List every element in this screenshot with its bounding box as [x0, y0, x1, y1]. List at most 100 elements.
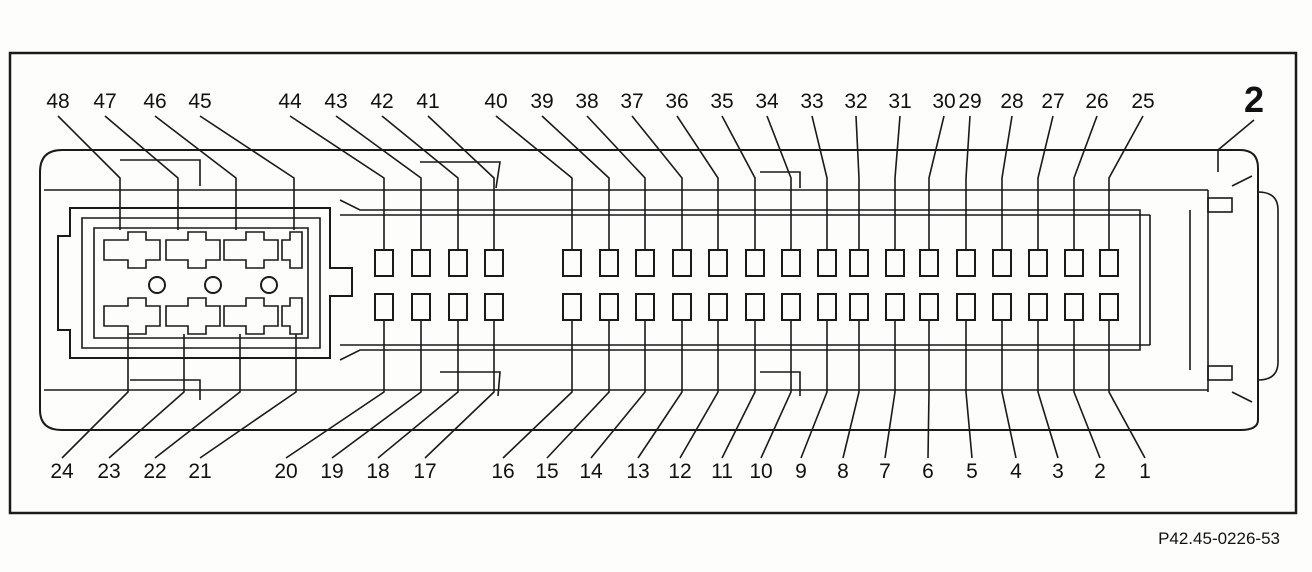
pin-leader-bottom: [61, 334, 129, 459]
pin-label-top: 32: [844, 90, 867, 113]
pin-leader-top: [427, 115, 495, 250]
pin-leader-bottom: [424, 320, 495, 459]
terminal-block: [57, 207, 353, 359]
pin-leader-bottom: [1037, 320, 1059, 459]
pin-leader-bottom: [377, 320, 459, 459]
pin-label-top: 26: [1085, 90, 1108, 113]
pin-socket-bottom: [1028, 293, 1048, 321]
pin-socket-bottom: [919, 293, 939, 321]
pin-socket-bottom: [992, 293, 1012, 321]
leaders-layer: [57, 115, 1146, 459]
pins-layer: [374, 249, 1119, 321]
pin-label-bottom: 11: [711, 460, 733, 483]
pin-label-top: 33: [800, 90, 823, 113]
pin-label-bottom: 24: [50, 460, 74, 483]
pin-socket-top: [411, 249, 431, 277]
pin-label-bottom: 17: [413, 460, 436, 483]
pin-leader-top: [381, 115, 459, 250]
pin-socket-top: [956, 249, 976, 277]
pin-label-top: 48: [46, 90, 69, 113]
pin-socket-bottom: [484, 293, 504, 321]
pin-socket-top: [849, 249, 869, 277]
pin-socket-bottom: [1064, 293, 1084, 321]
pin-socket-bottom: [781, 293, 801, 321]
pin-leader-bottom: [1108, 320, 1146, 459]
diagram-frame: [8, 51, 1298, 515]
pin-leader-bottom: [331, 320, 422, 459]
pin-socket-top: [919, 249, 939, 277]
callout-leader: [1217, 119, 1255, 151]
pin-leader-top: [894, 115, 901, 250]
pin-leader-top: [1037, 115, 1054, 250]
pin-socket-top: [817, 249, 837, 277]
pin-label-top: 36: [665, 90, 688, 113]
pin-label-bottom: 20: [274, 460, 297, 483]
pin-socket-bottom: [745, 293, 765, 321]
pin-leader-top: [289, 115, 385, 250]
pin-leader-bottom: [154, 334, 241, 459]
pin-leader-bottom: [502, 320, 573, 459]
pin-leader-top: [104, 115, 179, 230]
pin-label-bottom: 3: [1052, 460, 1064, 483]
pin-leader-top: [541, 115, 610, 250]
pin-label-bottom: 12: [668, 460, 691, 483]
pin-socket-top: [562, 249, 582, 277]
pin-leader-top: [1073, 115, 1098, 250]
connector-housing: [39, 149, 1279, 431]
pin-leader-bottom: [927, 320, 930, 459]
pin-label-bottom: 6: [922, 460, 934, 483]
cross-socket-row-top: [103, 231, 303, 269]
callout-number: 2: [1244, 79, 1264, 120]
pin-socket-top: [1064, 249, 1084, 277]
pin-label-top: 25: [1131, 90, 1154, 113]
pin-socket-bottom: [708, 293, 728, 321]
pin-socket-bottom: [448, 293, 468, 321]
pin-label-bottom: 1: [1139, 460, 1151, 483]
pin-leader-top: [721, 115, 756, 250]
pin-label-top: 46: [143, 90, 166, 113]
pin-leader-bottom: [108, 334, 185, 459]
pin-socket-bottom: [672, 293, 692, 321]
pin-label-bottom: 14: [579, 460, 603, 483]
pin-socket-top: [992, 249, 1012, 277]
socket-hole: [148, 276, 166, 294]
pin-leader-top: [586, 115, 646, 250]
pin-socket-bottom: [374, 293, 394, 321]
pin-label-top: 44: [278, 90, 302, 113]
pin-leader-top: [631, 115, 683, 250]
pin-leader-bottom: [285, 320, 385, 459]
pin-label-bottom: 18: [366, 460, 389, 483]
pin-leader-top: [1001, 115, 1013, 250]
socket-hole: [204, 276, 222, 294]
pin-socket-top: [599, 249, 619, 277]
pin-label-bottom: 7: [879, 460, 891, 483]
pin-leader-top: [766, 115, 792, 250]
pin-leader-bottom: [884, 320, 896, 459]
pin-leader-bottom: [199, 334, 297, 459]
pin-socket-top: [745, 249, 765, 277]
pin-leader-top: [676, 115, 719, 250]
pin-label-bottom: 2: [1094, 460, 1106, 483]
pin-label-top: 27: [1041, 90, 1064, 113]
pin-label-bottom: 15: [535, 460, 558, 483]
pin-leader-bottom: [965, 320, 973, 459]
pin-label-bottom: 13: [626, 460, 649, 483]
pin-leader-bottom: [721, 320, 756, 459]
pin-socket-top: [448, 249, 468, 277]
pin-socket-bottom: [956, 293, 976, 321]
socket-hole: [260, 276, 278, 294]
pin-leader-top: [928, 115, 945, 250]
pin-socket-top: [1099, 249, 1119, 277]
pin-leader-top: [1108, 115, 1144, 250]
pin-socket-bottom: [562, 293, 582, 321]
pin-label-bottom: 8: [837, 460, 849, 483]
pin-label-bottom: 22: [143, 460, 166, 483]
pin-label-bottom: 4: [1010, 460, 1022, 483]
pin-label-top: 30: [932, 90, 955, 113]
pin-label-top: 43: [324, 90, 347, 113]
pin-leader-top: [57, 115, 121, 230]
pin-socket-bottom: [635, 293, 655, 321]
pin-label-top: 38: [575, 90, 598, 113]
